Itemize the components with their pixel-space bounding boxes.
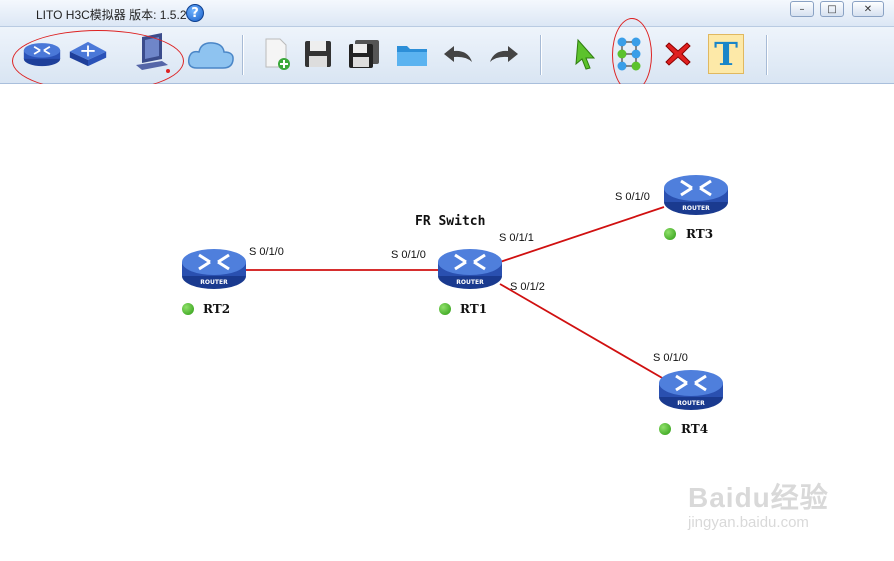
select-pointer-button[interactable] [564, 33, 604, 75]
text-tool-button[interactable]: T [706, 33, 746, 75]
link-rt1-rt4 [499, 283, 665, 380]
toolbar: T [0, 18, 894, 92]
interface-label-rt3: S 0/1/0 [615, 191, 650, 203]
interface-label-rt2: S 0/1/0 [249, 246, 284, 258]
router-node-rt4[interactable]: ROUTER [658, 365, 724, 413]
minimize-button[interactable]: – [790, 1, 814, 17]
save-as-button[interactable] [344, 33, 384, 75]
topology-canvas[interactable]: FR Switch S 0/1/0 S 0/1/0 S 0/1/1 S 0/1/… [0, 84, 894, 561]
redo-icon [490, 46, 518, 62]
window-title: LITO H3C模拟器 版本: 1.5.2 [36, 8, 187, 22]
router-node-rt2[interactable]: ROUTER [181, 244, 247, 292]
status-dot-rt3 [664, 228, 676, 240]
text-tool-icon: T [708, 34, 744, 74]
delete-icon [665, 42, 691, 66]
watermark: Baidu经验 jingyan.baidu.com [688, 476, 829, 531]
toolbar-separator [242, 35, 244, 75]
toolbar-separator [766, 35, 768, 75]
router-icon [438, 249, 502, 289]
interface-label-rt1-s010: S 0/1/0 [391, 249, 426, 261]
undo-button[interactable] [438, 33, 478, 75]
save-icon [305, 41, 331, 67]
router-badge: ROUTER [677, 400, 705, 407]
interface-label-rt4: S 0/1/0 [653, 352, 688, 364]
highlight-ellipse-device-tools [12, 30, 184, 92]
router-badge: ROUTER [456, 279, 484, 286]
highlight-ellipse-connect-tool [612, 18, 652, 92]
topology-links [244, 206, 665, 380]
open-folder-button[interactable] [392, 33, 432, 75]
toolbar-separator [540, 35, 542, 75]
save-as-icon [349, 40, 379, 68]
router-node-rt3[interactable]: ROUTER [663, 170, 729, 218]
router-badge: ROUTER [200, 279, 228, 286]
new-file-button[interactable] [256, 33, 296, 75]
router-node-rt1[interactable]: ROUTER [437, 244, 503, 292]
node-label-rt1: RT1 [460, 302, 488, 316]
status-dot-rt2 [182, 303, 194, 315]
watermark-brand: Baidu经验 [688, 482, 829, 513]
cloud-tool-icon [187, 42, 234, 69]
status-dot-rt1 [439, 303, 451, 315]
router-badge: ROUTER [682, 205, 710, 212]
interface-label-rt1-s011: S 0/1/1 [499, 232, 534, 244]
save-button[interactable] [298, 33, 338, 75]
new-file-icon [265, 38, 290, 70]
redo-button[interactable] [484, 33, 524, 75]
node-label-rt2: RT2 [203, 302, 231, 316]
open-folder-icon [397, 46, 427, 66]
delete-button[interactable] [658, 33, 698, 75]
router-icon [182, 249, 246, 289]
select-pointer-icon [575, 38, 596, 70]
watermark-url: jingyan.baidu.com [688, 514, 809, 531]
status-dot-rt4 [659, 423, 671, 435]
undo-icon [444, 46, 472, 62]
title-bar: LITO H3C模拟器 版本: 1.5.2 ? – □ ✕ [0, 0, 894, 27]
router-icon [659, 370, 723, 410]
link-rt1-rt3 [499, 206, 665, 263]
maximize-button[interactable]: □ [820, 1, 844, 17]
fr-switch-label: FR Switch [415, 214, 486, 229]
close-button[interactable]: ✕ [852, 1, 884, 17]
help-icon[interactable]: ? [186, 4, 204, 22]
interface-label-rt1-s012: S 0/1/2 [510, 281, 545, 293]
router-icon [664, 175, 728, 215]
cloud-tool-button[interactable] [186, 33, 236, 75]
node-label-rt4: RT4 [681, 422, 709, 436]
node-label-rt3: RT3 [686, 227, 714, 241]
